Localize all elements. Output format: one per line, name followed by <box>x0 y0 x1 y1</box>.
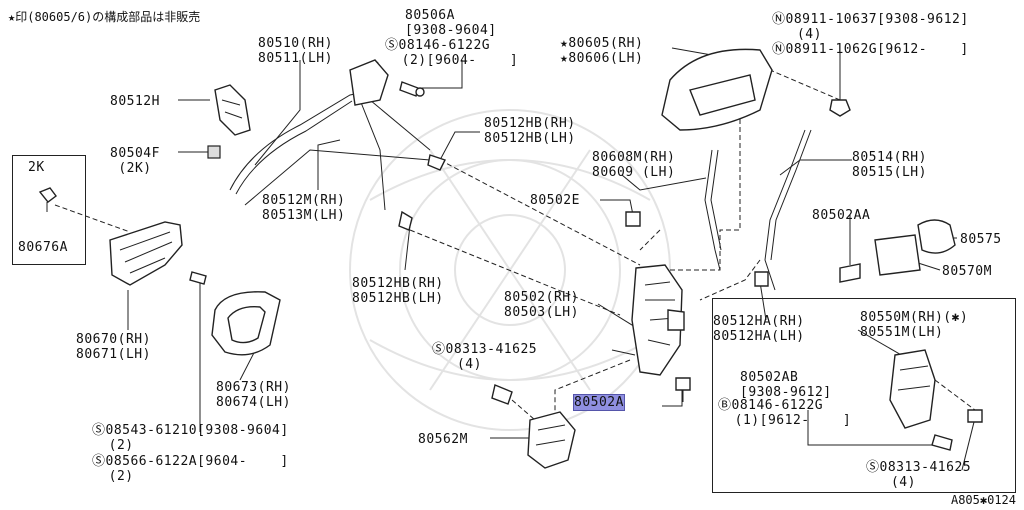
label-80502aa: 80502AA <box>812 208 871 223</box>
label-08566-6122a: Ⓢ08566-6122A[9604- ] (2) <box>92 454 289 484</box>
part-bolt-80502a <box>675 377 691 402</box>
part-escutcheon-80673 <box>211 291 281 356</box>
label-08543-61210: Ⓢ08543-61210[9308-9604] (2) <box>92 423 289 453</box>
label-08146-6122g-top: Ⓢ08146-6122G (2)[9604- ] <box>385 38 519 68</box>
label-80506a: 80506A [9308-9604] <box>405 8 497 38</box>
label-80673: 80673(RH) 80674(LH) <box>216 380 291 410</box>
part-screw-08313-left <box>491 384 513 405</box>
part-clip-80512hb-top <box>427 154 446 171</box>
label-80504f: 80504F (2K) <box>110 146 160 176</box>
label-80670: 80670(RH) 80671(LH) <box>76 332 151 362</box>
label-80512hb-mid: 80512HB(RH) 80512HB(LH) <box>352 276 444 306</box>
label-80512h: 80512H <box>110 94 160 109</box>
kit-2k-box <box>12 155 86 265</box>
figure-code: A805✱0124 <box>950 493 1016 507</box>
part-bolt-08146-box <box>931 434 953 451</box>
rods-and-cables <box>229 89 812 291</box>
label-08146-6122g-box: Ⓑ08146-6122G (1)[9612- ] <box>718 398 852 428</box>
label-80502e: 80502E <box>530 193 580 208</box>
part-actuator-80562m <box>527 411 576 469</box>
label-80676a: 80676A <box>18 240 68 255</box>
label-80608m: 80608M(RH) 80609 (LH) <box>592 150 676 180</box>
label-80570m: 80570M <box>942 264 992 279</box>
label-80514: 80514(RH) 80515(LH) <box>852 150 927 180</box>
part-inside-handle-80670 <box>109 221 183 286</box>
part-plate-80575 <box>917 219 956 254</box>
label-80502ab: 80502AB [9308-9612] <box>740 370 832 400</box>
lock-actuator-inset-box <box>712 298 1016 493</box>
label-80562m: 80562M <box>418 432 468 447</box>
part-bracket-80502aa <box>839 234 921 283</box>
label-80502: 80502(RH) 80503(LH) <box>504 290 579 320</box>
part-screw-08313-right <box>967 409 983 423</box>
label-80575: 80575 <box>960 232 1002 247</box>
part-clip-80512hb-mid <box>398 210 413 231</box>
part-clip-80502e <box>625 211 641 227</box>
label-08313-41625-right: Ⓢ08313-41625 (4) <box>866 460 972 490</box>
part-rod-holder-80512h <box>214 84 251 136</box>
part-bolt-80676a <box>38 187 57 212</box>
label-08911-1062g: Ⓝ08911-1062G[9612- ] <box>772 42 969 57</box>
part-outside-handle-80605 <box>661 48 773 131</box>
kit-2k-title: 2K <box>28 160 45 175</box>
part-door-lock-80502 <box>631 264 685 376</box>
part-clip-80504f <box>207 145 221 159</box>
part-nut-08911 <box>829 99 851 117</box>
label-80512ha: 80512HA(RH) 80512HA(LH) <box>713 314 805 344</box>
label-08313-41625-left: Ⓢ08313-41625 (4) <box>432 342 538 372</box>
part-screw-08543 <box>189 271 207 285</box>
label-80512hb-top: 80512HB(RH) 80512HB(LH) <box>484 116 576 146</box>
label-80510: 80510(RH) 80511(LH) <box>258 36 333 66</box>
label-80605: ★80605(RH) ★80606(LH) <box>560 36 644 66</box>
label-08911-10637: Ⓝ08911-10637[9308-9612] (4) <box>772 12 969 42</box>
label-80502a-highlighted: 80502A <box>573 394 625 411</box>
part-screw-80506a <box>399 81 425 97</box>
part-lock-actuator-80550m <box>889 349 936 429</box>
label-80550m: 80550M(RH)(✱) 80551M(LH) <box>860 310 969 340</box>
part-rod-80510 <box>349 59 389 106</box>
label-80512m: 80512M(RH) 80513M(LH) <box>262 193 346 223</box>
part-clip-80512ha <box>754 271 769 287</box>
non-sale-note: ★印(80605/6)の構成部品は非販売 <box>8 10 201 24</box>
